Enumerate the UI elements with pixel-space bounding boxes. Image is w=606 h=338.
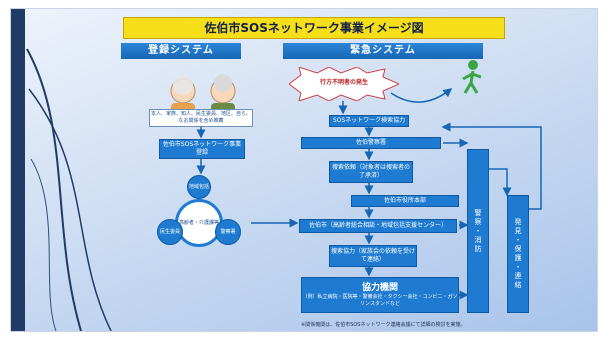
step-6: 捜索協力（家族会の依頼を受けて連絡） [329, 245, 417, 267]
walking-person-icon [462, 60, 482, 94]
registration-header: 登録システム [121, 43, 241, 59]
burst-shape [289, 67, 399, 101]
step-2: 佐伯警察署 [301, 137, 441, 149]
step-1: SOSネットワーク検索協力 [329, 115, 409, 127]
node-circle-2: 民生委員 [157, 219, 183, 245]
left-accent-band [11, 9, 25, 331]
side-tall-box: 警察・消防 [467, 149, 489, 313]
partners-title: 協力機関 [361, 283, 398, 293]
side-tall-box-2: 発見・保護・連絡 [507, 195, 529, 313]
decorative-swoosh [26, 48, 112, 331]
diagram-slide: 佐伯市SOSネットワーク事業イメージ図 登録システム 緊急システム 本人、家族、… [10, 8, 598, 332]
burst-text: 行方不明者の発生 [319, 79, 368, 86]
partners-box: 協力機関 （例）私立病院・医院等・警備会社・タクシー会社・コンビニ・ガソリンスタ… [301, 277, 459, 313]
step-4: 佐伯市役所本部 [351, 195, 459, 207]
node-circle-3: 警察署 [215, 219, 241, 245]
step-3: 捜索依頼（対象者は捜索者の了承済） [329, 161, 413, 183]
flow-arrows [196, 88, 542, 300]
family-note-box: 本人、家族、知人、民生委員、地区、自ら、なお関係を含め推薦 [149, 109, 253, 127]
step-5: 佐伯市（高齢者総合相談・地域包括支援センター） [299, 219, 457, 233]
register-box: 佐伯市SOSネットワーク事業登録 [159, 139, 245, 159]
diagram-title: 佐伯市SOSネットワーク事業イメージ図 [123, 17, 505, 39]
partners-detail: （例）私立病院・医院等・警備会社・タクシー会社・コンビニ・ガソリンスタンドなど [302, 294, 458, 307]
emergency-header: 緊急システム [283, 43, 483, 59]
footnote: ※関係機関は、佐伯市SOSネットワーク連絡会議にて詳細の検討を実施。 [301, 322, 466, 328]
node-circle-1: 地域包括 [187, 175, 211, 199]
